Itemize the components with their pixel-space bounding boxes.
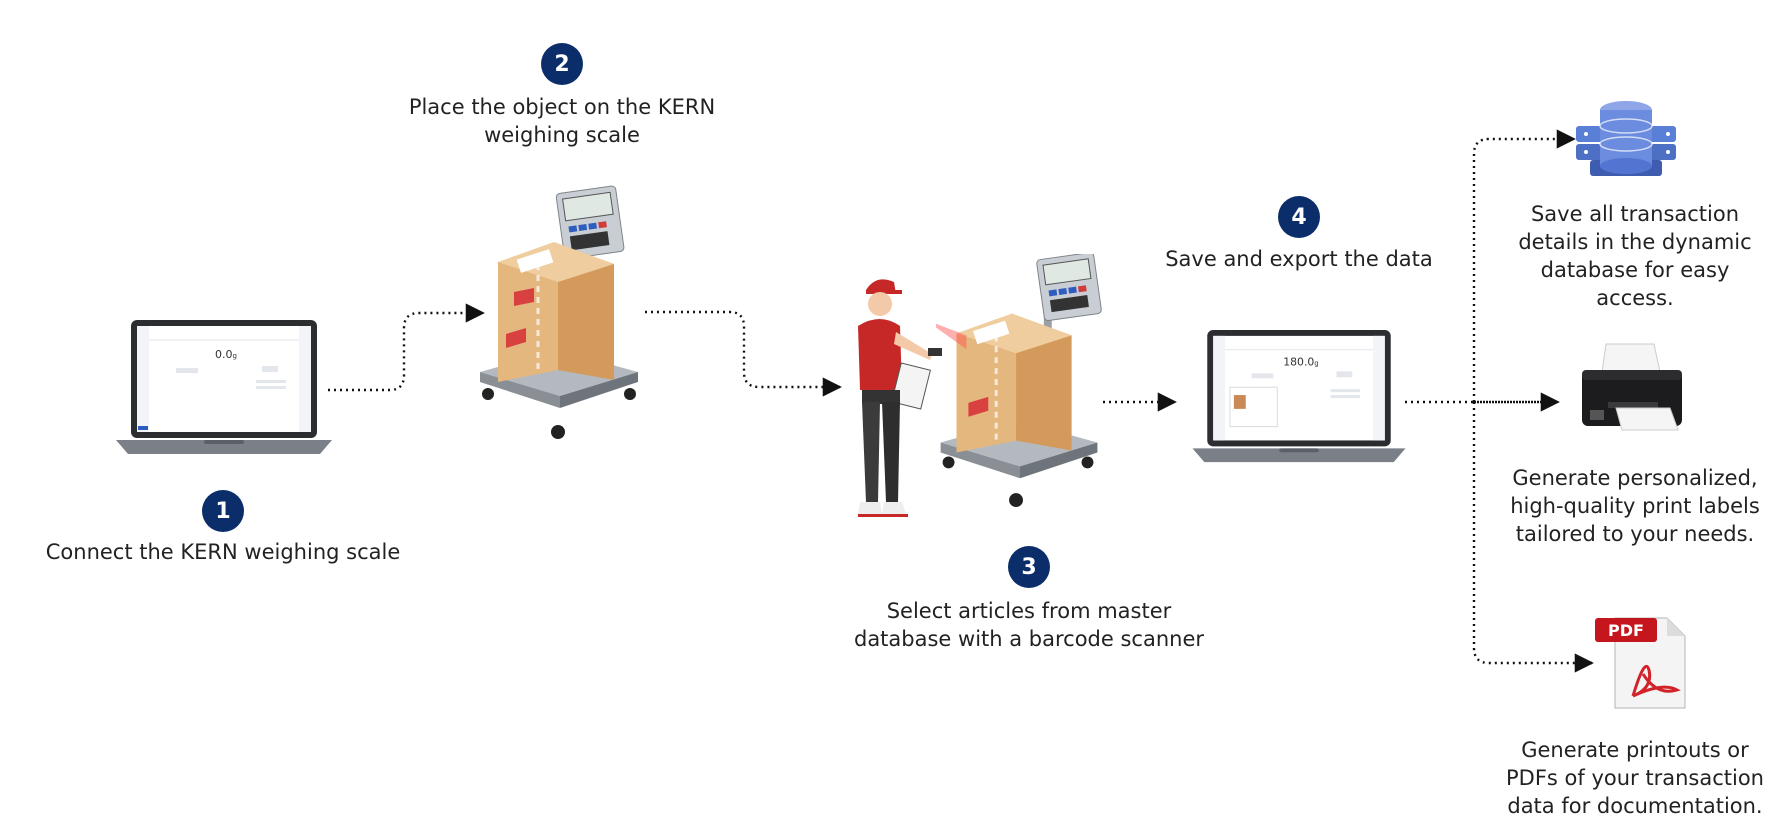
printer-icon bbox=[1582, 343, 1682, 431]
svg-text:0.0g: 0.0g bbox=[215, 348, 237, 361]
database-output-line: details in the dynamic bbox=[1518, 230, 1752, 254]
database-output-line: access. bbox=[1596, 286, 1674, 310]
pdf-output-line: Generate printouts or bbox=[1521, 738, 1749, 762]
laptop-1-reading: 0.0 bbox=[215, 348, 233, 361]
step-4-text-line: Save and export the data bbox=[1165, 247, 1433, 271]
printer-output-line: tailored to your needs. bbox=[1515, 522, 1755, 546]
pdf-output-line: data for documentation. bbox=[1507, 794, 1763, 818]
pdf-output-text: Generate printouts or PDFs of your trans… bbox=[1505, 736, 1765, 820]
database-output-line: database for easy bbox=[1540, 258, 1730, 282]
step-3-text: Select articles from master database wit… bbox=[830, 597, 1228, 653]
database-icon bbox=[1576, 101, 1676, 176]
printer-output-text: Generate personalized, high-quality prin… bbox=[1502, 464, 1768, 548]
step-3-text-line: Select articles from master bbox=[886, 599, 1172, 623]
step-4-text: Save and export the data bbox=[1140, 245, 1458, 273]
laptop-2-reading: 180.0 bbox=[1283, 355, 1314, 368]
printer-output-line: Generate personalized, bbox=[1512, 466, 1758, 490]
laptop-1-unit: g bbox=[233, 352, 237, 360]
step-1-text-line: Connect the KERN weighing scale bbox=[45, 540, 401, 564]
connector-1-2 bbox=[328, 303, 485, 392]
laptop-2-unit: g bbox=[1314, 359, 1318, 367]
step-3-badge: 3 bbox=[1008, 546, 1050, 588]
pdf-badge-label: PDF bbox=[1608, 621, 1644, 640]
step-2-text-line: weighing scale bbox=[484, 123, 640, 147]
svg-text:180.0g: 180.0g bbox=[1283, 355, 1318, 368]
step-4-badge: 4 bbox=[1278, 196, 1320, 238]
step-1-text: Connect the KERN weighing scale bbox=[30, 538, 416, 566]
laptop-illustration-2: 180.0g bbox=[1192, 329, 1406, 463]
worker-with-scanner-illustration bbox=[858, 279, 942, 517]
connector-to-pdf bbox=[1472, 402, 1594, 673]
pdf-output-line: PDFs of your transaction bbox=[1506, 766, 1764, 790]
database-output-text: Save all transaction details in the dyna… bbox=[1515, 200, 1755, 312]
database-output-line: Save all transaction bbox=[1530, 202, 1740, 226]
printer-output-line: high-quality print labels bbox=[1510, 494, 1760, 518]
step-1-badge: 1 bbox=[202, 490, 244, 532]
pdf-file-icon: PDF bbox=[1595, 617, 1686, 709]
laptop-illustration-1: 0.0g bbox=[116, 320, 332, 454]
connector-2-3 bbox=[645, 310, 842, 397]
scale-with-box-illustration bbox=[480, 185, 638, 439]
step-3-text-line: database with a barcode scanner bbox=[853, 627, 1205, 651]
step-2-badge: 2 bbox=[541, 43, 583, 85]
step-2-text-line: Place the object on the KERN bbox=[408, 95, 716, 119]
scale-with-box-illustration-2 bbox=[936, 254, 1102, 508]
step-2-text: Place the object on the KERN weighing sc… bbox=[392, 93, 732, 149]
